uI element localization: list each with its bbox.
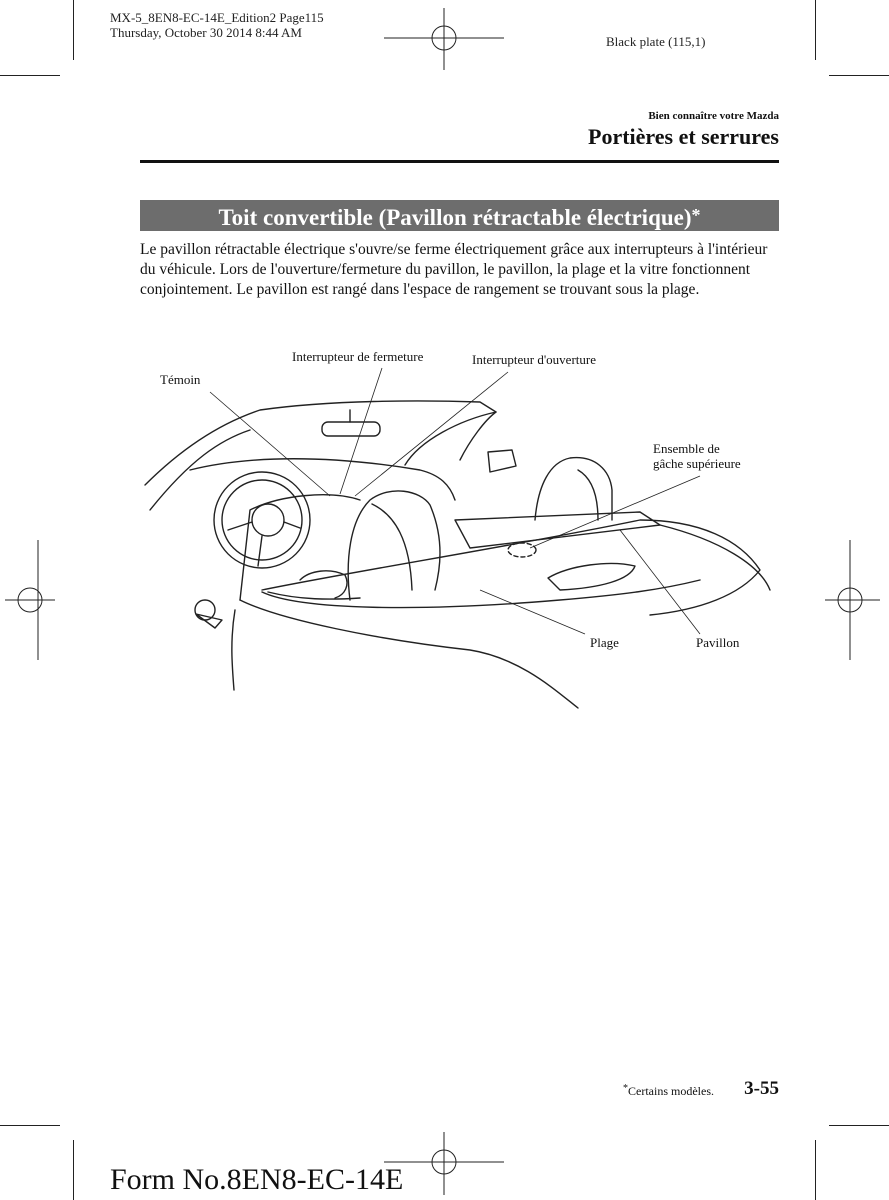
label-plage: Plage	[590, 635, 619, 650]
footer-note-text: Certains modèles.	[628, 1084, 714, 1098]
footer-note: *Certains modèles.	[623, 1083, 714, 1099]
rear-lamp	[548, 563, 635, 590]
leader-plage	[480, 590, 585, 634]
label-temoin: Témoin	[160, 372, 200, 387]
label-pavillon: Pavillon	[696, 635, 739, 650]
page-number: 3-55	[744, 1078, 779, 1100]
passenger-seat	[535, 458, 612, 520]
label-ensemble-line1: Ensemble de	[653, 441, 720, 456]
label-interrupteur-ouverture: Interrupteur d'ouverture	[472, 352, 596, 367]
driver-seat	[348, 491, 440, 600]
label-ensemble-line2: gâche supérieure	[653, 456, 741, 471]
label-interrupteur-fermeture: Interrupteur de fermeture	[292, 349, 423, 364]
key-indicator-icon	[195, 600, 222, 628]
leader-ensemble	[530, 476, 700, 548]
steering-wheel	[214, 472, 310, 568]
leader-fermeture	[340, 368, 382, 494]
leader-pavillon	[620, 530, 700, 634]
side-mirror	[488, 450, 516, 472]
rear-deck	[262, 520, 760, 615]
rearview-mirror	[322, 422, 380, 436]
form-number: Form No.8EN8-EC-14E	[110, 1163, 403, 1197]
windshield-frame	[145, 401, 496, 485]
deck-edge	[240, 600, 578, 708]
